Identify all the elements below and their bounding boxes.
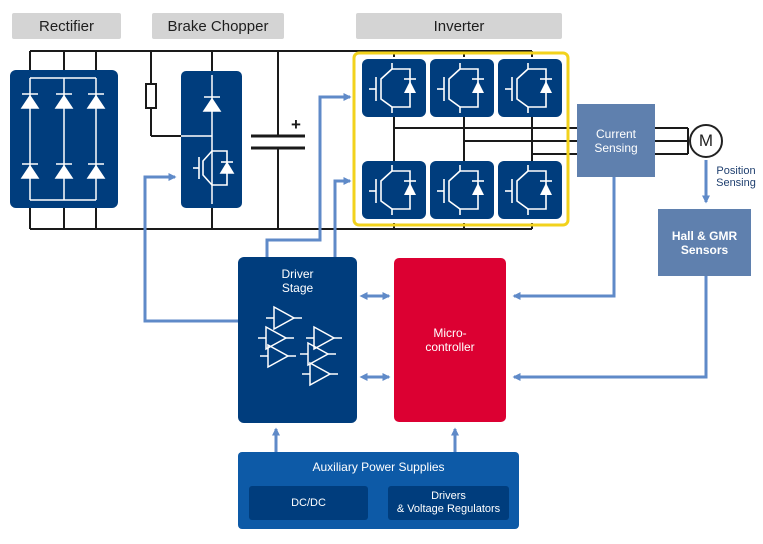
hall-gmr-sensors-block: Hall & GMR Sensors (658, 209, 751, 276)
capacitor-icon (251, 134, 305, 150)
driver-stage-block: Driver Stage (238, 257, 357, 423)
auxiliary-power-supplies-label: Auxiliary Power Supplies (312, 460, 445, 474)
capacitor-polarity: + (291, 115, 301, 134)
arrow-driver-to-inverter-bottom (333, 177, 352, 257)
driver-stage-label: Driver Stage (281, 267, 314, 295)
igbt-icon (361, 160, 427, 220)
igbt-icon (361, 58, 427, 118)
diode-icon (202, 96, 222, 112)
arrow-driver-to-brake (143, 173, 238, 323)
auxiliary-power-supplies-block: Auxiliary Power Supplies DC/DC Drivers &… (238, 452, 519, 529)
drivers-voltage-regulators-block: Drivers & Voltage Regulators (388, 486, 509, 520)
igbt-icon (429, 160, 495, 220)
arrow-current-to-mcu (512, 177, 616, 300)
brake-resistor (145, 51, 182, 137)
header-brake-chopper: Brake Chopper (152, 13, 284, 39)
diode-icon (20, 93, 106, 179)
igbt-icon (429, 58, 495, 118)
dc-bus-wires (29, 50, 533, 230)
header-rectifier: Rectifier (12, 13, 121, 39)
dcdc-block: DC/DC (249, 486, 368, 520)
arrow-driver-to-inverter-top (265, 93, 352, 257)
brake-chopper-block (181, 71, 242, 208)
header-inverter: Inverter (356, 13, 562, 39)
igbt-icon (497, 160, 563, 220)
current-sensing-block: Current Sensing (577, 104, 655, 177)
igbt-icon (193, 150, 235, 186)
inverter-block (352, 51, 570, 227)
buffer-amplifier-icon (258, 305, 342, 387)
rectifier-block (10, 70, 118, 208)
motor-icon: M (689, 124, 723, 158)
arrow-hall-to-mcu (512, 276, 708, 381)
microcontroller-block: Micro- controller (394, 258, 506, 422)
igbt-icon (497, 58, 563, 118)
position-sensing-label: Position Sensing (716, 165, 756, 189)
